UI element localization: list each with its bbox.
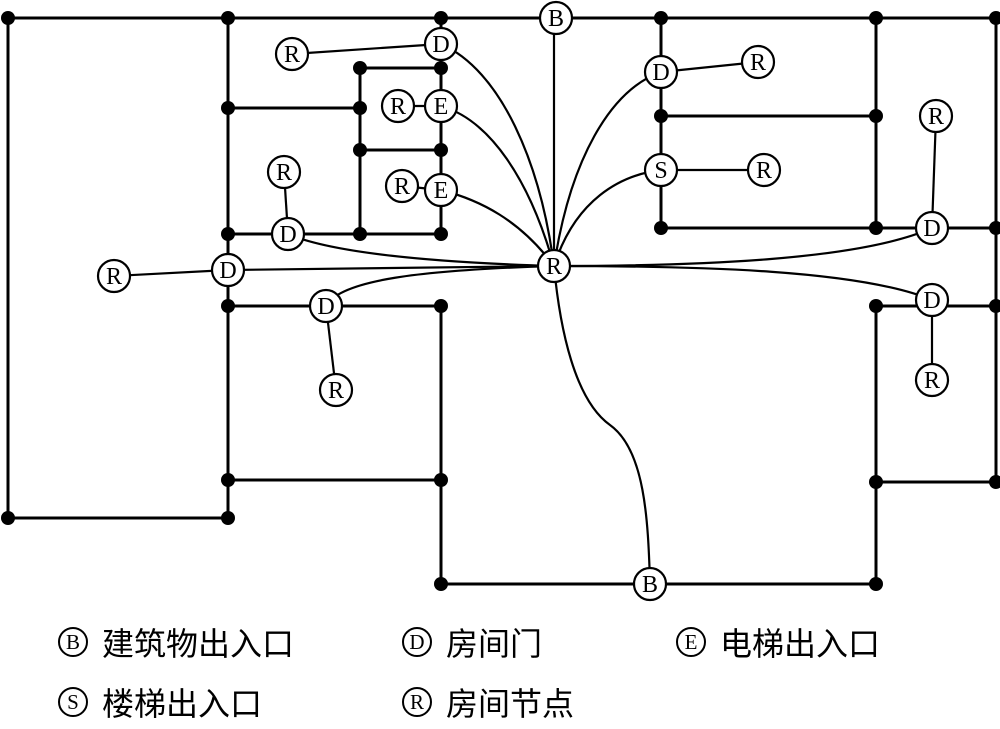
room-node: R	[380, 88, 416, 124]
svg-text:R: R	[546, 254, 562, 280]
room-door-node: D	[270, 216, 306, 252]
building-exit-node-bottom: B	[632, 566, 668, 602]
room-door-node: D	[914, 282, 950, 318]
legend-symbol: R	[402, 687, 432, 717]
network-edges	[113, 18, 938, 583]
room-node: R	[318, 372, 354, 408]
legend-item-building-exit: B 建筑物出入口	[58, 617, 294, 667]
svg-text:R: R	[756, 158, 772, 184]
legend-label: 建筑物出入口	[102, 625, 295, 663]
svg-text:S: S	[654, 158, 667, 184]
room-node: R	[96, 258, 132, 294]
room-node: R	[384, 168, 420, 204]
svg-text:R: R	[924, 368, 940, 394]
legend-row-1: B 建筑物出入口 D 房间门 E 电梯出入口	[0, 617, 1000, 667]
svg-text:E: E	[434, 178, 449, 204]
svg-text:R: R	[276, 160, 292, 186]
svg-text:R: R	[106, 264, 122, 290]
room-node: R	[266, 154, 302, 190]
wall-junction-dots	[1, 11, 1000, 591]
elevator-exit-node: E	[423, 172, 459, 208]
svg-text:R: R	[394, 174, 410, 200]
room-node: R	[274, 36, 310, 72]
svg-text:R: R	[390, 94, 406, 120]
legend-symbol: E	[676, 627, 706, 657]
building-exit-node-top: B	[538, 0, 574, 36]
legend-symbol: S	[58, 687, 88, 717]
network-nodes: B B D D D D D D	[96, 0, 954, 602]
svg-text:D: D	[219, 258, 236, 284]
svg-text:D: D	[317, 294, 334, 320]
svg-text:D: D	[923, 216, 940, 242]
legend-symbol: D	[402, 627, 432, 657]
room-door-node: D	[308, 288, 344, 324]
room-door-node: D	[914, 210, 950, 246]
elevator-exit-node: E	[423, 88, 459, 124]
legend-item-stair-exit: S 楼梯出入口	[58, 677, 262, 727]
svg-text:D: D	[279, 222, 296, 248]
legend-label: 房间节点	[446, 685, 575, 723]
room-door-node: D	[210, 252, 246, 288]
legend-item-room-node: R 房间节点	[402, 677, 574, 727]
room-door-node: D	[423, 26, 459, 62]
svg-text:B: B	[642, 572, 658, 598]
svg-text:R: R	[750, 50, 766, 76]
room-node: R	[740, 44, 776, 80]
svg-text:E: E	[434, 94, 449, 120]
legend-item-elevator-exit: E 电梯出入口	[676, 617, 880, 667]
legend-row-2: S 楼梯出入口 R 房间节点	[0, 677, 1000, 727]
svg-text:R: R	[928, 104, 944, 130]
legend-item-room-door: D 房间门	[402, 617, 542, 667]
room-node: R	[918, 98, 954, 134]
legend-label: 楼梯出入口	[102, 685, 263, 723]
room-node-central: R	[536, 248, 572, 284]
legend-label: 房间门	[446, 625, 543, 663]
svg-text:B: B	[548, 6, 564, 32]
svg-text:R: R	[328, 378, 344, 404]
svg-text:D: D	[432, 32, 449, 58]
legend-label: 电梯出入口	[720, 625, 881, 663]
svg-text:R: R	[284, 42, 300, 68]
stair-exit-node: S	[643, 152, 679, 188]
room-door-node: D	[643, 54, 679, 90]
room-node: R	[746, 152, 782, 188]
room-node: R	[914, 362, 950, 398]
legend-symbol: B	[58, 627, 88, 657]
svg-text:D: D	[652, 60, 669, 86]
svg-text:D: D	[923, 288, 940, 314]
